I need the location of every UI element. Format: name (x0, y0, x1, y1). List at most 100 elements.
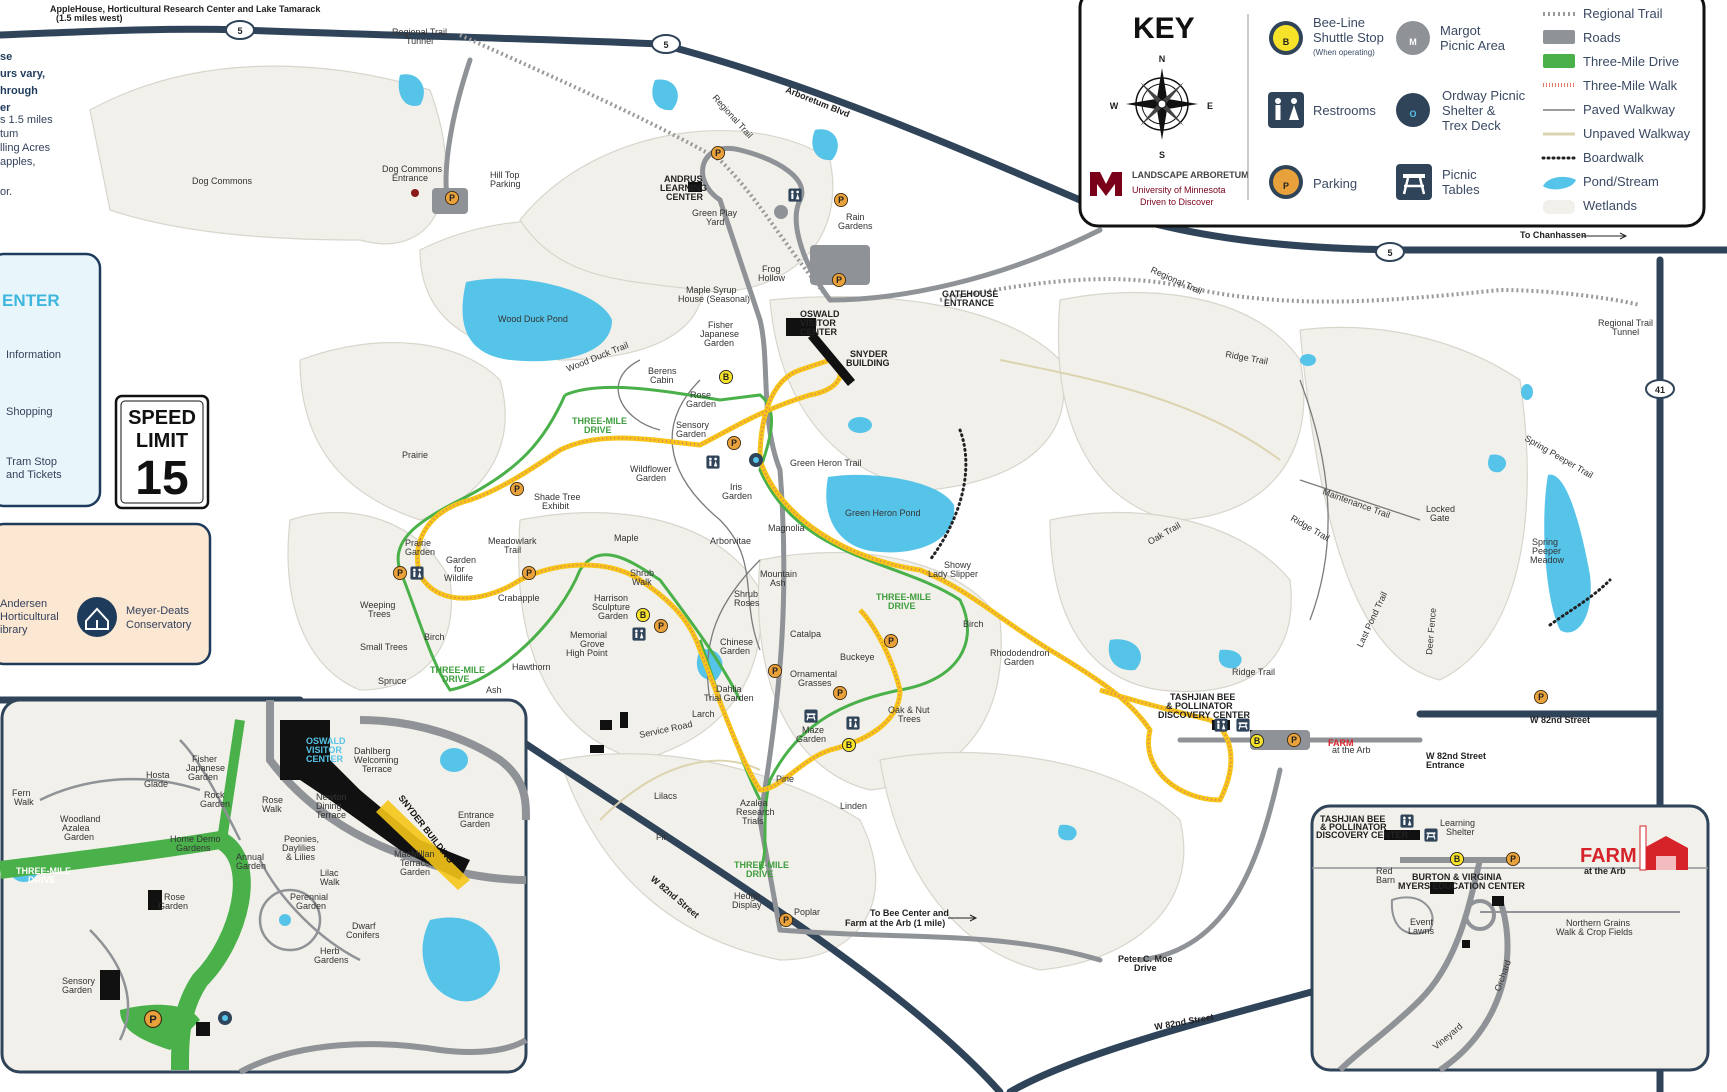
svg-text:Garden: Garden (460, 819, 490, 829)
svg-text:Ash: Ash (770, 578, 786, 588)
restroom-icon (632, 627, 646, 641)
svg-text:P: P (1283, 181, 1289, 191)
svg-text:Parking: Parking (490, 179, 521, 189)
svg-text:Cabin: Cabin (650, 375, 674, 385)
svg-text:Tunnel: Tunnel (1612, 327, 1639, 337)
deer-fence-label: Deer Fence (1424, 607, 1438, 655)
map-pins (393, 146, 1548, 927)
svg-text:DRIVE: DRIVE (584, 425, 612, 435)
dwarf-conifers-label: Dwarf (352, 921, 376, 931)
parking-icon (711, 146, 725, 160)
shuttle-stop-icon (842, 738, 856, 752)
restrooms-key-label: Restrooms (1313, 103, 1376, 118)
svg-text:Research: Research (736, 807, 775, 817)
svg-text:Welcoming: Welcoming (354, 755, 398, 765)
larch-label: Larch (692, 709, 715, 719)
parking-icon (768, 664, 782, 678)
svg-text:M: M (1409, 37, 1417, 47)
svg-text:ENTRANCE: ENTRANCE (944, 298, 994, 308)
wood-duck-pond (462, 278, 612, 362)
home-demo-label: Home Demo (170, 834, 221, 844)
svg-text:for: for (454, 564, 465, 574)
svg-text:Grove: Grove (580, 639, 605, 649)
svg-text:Barn: Barn (1376, 875, 1395, 885)
to-bee-center-label: To Bee Center and (870, 908, 949, 918)
to-chanhassen-label: To Chanhassen (1520, 230, 1586, 240)
svg-text:B: B (1283, 37, 1290, 47)
svg-text:and Tickets: and Tickets (6, 469, 62, 481)
peter-moe-label-2: Drive (1134, 963, 1157, 973)
svg-text:DISCOVERY CENTER: DISCOVERY CENTER (1316, 830, 1409, 840)
burton-myers-label: BURTON & VIRGINIA (1412, 872, 1502, 882)
wildflower-garden-label: Wildflower (630, 464, 672, 474)
svg-text:Exhibit: Exhibit (542, 501, 570, 511)
svg-text:Daylilies: Daylilies (282, 843, 316, 853)
chinese-garden-label: Chinese (720, 637, 753, 647)
svg-text:Wetlands: Wetlands (1583, 198, 1637, 213)
svg-text:CENTER: CENTER (306, 754, 344, 764)
svg-text:DISCOVERY CENTER: DISCOVERY CENTER (1158, 710, 1251, 720)
svg-text:Conifers: Conifers (346, 930, 380, 940)
herb-gardens-label: Herb (320, 946, 340, 956)
highway-5-shield-east: 5 (1375, 242, 1405, 262)
svg-text:LIMIT: LIMIT (136, 430, 188, 452)
svg-text:apples,: apples, (0, 156, 35, 168)
prairie-label: Prairie (402, 450, 428, 460)
harrison-sculpture-garden-label: Harrison (594, 593, 628, 603)
compass-rose-icon (1126, 68, 1198, 140)
green-play-yard-label: Green Play (692, 208, 738, 218)
svg-text:Trees: Trees (898, 714, 921, 724)
svg-text:Trials: Trials (742, 816, 764, 826)
svg-text:5: 5 (237, 26, 242, 36)
event-lawns-label: Event (1410, 917, 1434, 927)
shopping-label: Shopping (6, 406, 53, 418)
svg-text:BUILDING: BUILDING (846, 358, 890, 368)
svg-text:MYERS EDUCATION CENTER: MYERS EDUCATION CENTER (1398, 881, 1525, 891)
snyder-building-label: SNYDER (850, 349, 888, 359)
svg-text:Walk: Walk (14, 797, 34, 807)
newton-terrace-label: Newton (316, 792, 347, 802)
shuttle-stop-icon (636, 608, 650, 622)
svg-text:Pond/Stream: Pond/Stream (1583, 174, 1659, 189)
inset-rose-garden-label: Rose (164, 892, 185, 902)
sensory-garden-label: Sensory (676, 420, 710, 430)
svg-text:Yard: Yard (706, 217, 724, 227)
catalpa-label: Catalpa (790, 629, 821, 639)
birch-label-2: Birch (963, 619, 984, 629)
restroom-icon (1400, 814, 1414, 828)
green-heron-trail-label: Green Heron Trail (790, 458, 862, 468)
parking-icon (522, 566, 536, 580)
w82nd-entrance-label: W 82nd Street (1426, 751, 1486, 761)
macmillan-terrace-label: MacMillan (394, 849, 435, 859)
parking-icon (510, 482, 524, 496)
perennial-garden-label: Perennial (290, 892, 328, 902)
three-mile-drive-label-2: THREE-MILE (876, 592, 931, 602)
svg-text:Trail: Trail (504, 545, 521, 555)
highway-41-shield: 41 (1645, 379, 1675, 399)
applehouse-label: AppleHouse, Horticultural Research Cente… (50, 4, 321, 14)
entrance-garden-label: Entrance (458, 810, 494, 820)
svg-text:Walk: Walk (320, 877, 340, 887)
svg-text:High Point: High Point (566, 648, 608, 658)
svg-text:Garden: Garden (722, 491, 752, 501)
restroom-icon (1214, 718, 1228, 732)
svg-text:Dining: Dining (316, 801, 342, 811)
svg-text:W: W (1110, 101, 1119, 111)
boardwalks (928, 428, 1612, 627)
library-panel (0, 522, 212, 666)
svg-text:CENTER: CENTER (666, 192, 704, 202)
svg-text:& Lilies: & Lilies (286, 852, 316, 862)
ordway-key-label: Ordway Picnic (1442, 88, 1526, 103)
svg-text:Hollow: Hollow (758, 273, 786, 283)
woodland-azalea-label: Woodland (60, 814, 100, 824)
berens-cabin-label: Berens (648, 366, 677, 376)
svg-text:Wildlife: Wildlife (444, 573, 473, 583)
svg-text:Regional Trail: Regional Trail (1583, 6, 1663, 21)
dahlia-trial-garden-label: Dahlia (716, 684, 742, 694)
svg-text:Driven to Discover: Driven to Discover (1140, 197, 1214, 207)
maple-label: Maple (614, 533, 639, 543)
svg-text:Peeper: Peeper (1532, 546, 1561, 556)
ash-label: Ash (486, 685, 502, 695)
dog-commons-label: Dog Commons (192, 176, 253, 186)
peter-moe-label: Peter C. Moe (1118, 954, 1173, 964)
